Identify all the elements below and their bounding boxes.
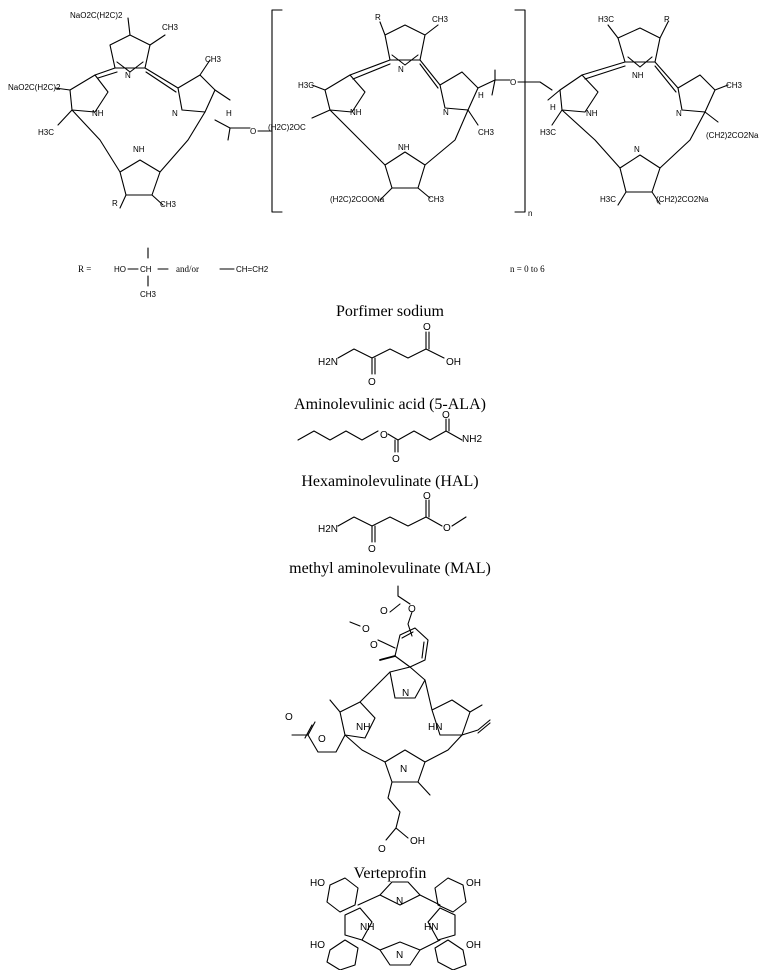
r-equals-label: R = — [78, 264, 91, 274]
ho-label: HO — [310, 940, 325, 951]
ch3-label: CH3 — [205, 55, 222, 64]
verteporfin-caption: Verteprofin — [354, 865, 427, 882]
o-label: O — [285, 712, 293, 723]
o-bottom-label: O — [368, 544, 376, 555]
o-label: O — [378, 844, 386, 855]
temoporfin-structure: HO OH HO OH N NH HN N — [310, 877, 481, 970]
oh-label: OH — [466, 940, 481, 951]
nh2-label: NH2 — [462, 434, 482, 445]
o-top-label: O — [423, 322, 431, 333]
oh-label: OH — [410, 836, 425, 847]
o-bottom-label: O — [368, 377, 376, 388]
h3c-label: H3C — [540, 128, 556, 137]
ch2-2co2na-label: (CH2)2CO2Na — [706, 131, 759, 140]
nh-label: NH — [356, 722, 370, 733]
porphyrin-ring-middle — [311, 21, 511, 201]
h2n-label: H2N — [318, 524, 338, 535]
o-label: O — [380, 606, 388, 617]
ch3-label: CH3 — [478, 128, 495, 137]
h-label: H — [550, 103, 556, 112]
o-label: O — [318, 734, 326, 745]
ch3-label: CH3 — [162, 23, 179, 32]
nh-label: NH — [133, 145, 145, 154]
ch2-2co2na-label: (CH2)2CO2Na — [656, 195, 709, 204]
o-top-label: O — [423, 491, 431, 502]
ala-caption: Aminolevulinic acid (5-ALA) — [294, 396, 486, 413]
porphyrin-ring-left — [54, 17, 251, 209]
nh-label: NH — [360, 922, 374, 933]
n-label: N — [398, 65, 404, 74]
nh-label: NH — [92, 109, 104, 118]
o-label: O — [510, 78, 516, 87]
r-group-definition: R = HO CH CH3 and/or CH=CH2 n = 0 to 6 — [78, 247, 545, 299]
porfimer-sodium-caption: Porfimer sodium — [336, 303, 445, 320]
o-carbonyl-label: O — [392, 454, 400, 465]
n-range-label: n = 0 to 6 — [510, 264, 545, 274]
ch3-label: CH3 — [726, 81, 743, 90]
ch3-label: CH3 — [432, 15, 449, 24]
n-label: N — [402, 688, 409, 699]
hal-structure: O O O NH2 — [297, 410, 482, 465]
porphyrin-ring-right — [547, 21, 729, 206]
h-label: H — [226, 109, 232, 118]
nao2c-top-label: NaO2C(H2C)2 — [70, 11, 123, 20]
vinyl-label: CH=CH2 — [236, 265, 269, 274]
o-label: O — [370, 640, 378, 651]
mal-caption: methyl aminolevulinate (MAL) — [289, 560, 491, 577]
r-label: R — [664, 15, 670, 24]
ho-label: HO — [310, 878, 325, 889]
o-label: O — [362, 624, 370, 635]
oh-label: OH — [466, 878, 481, 889]
n-label: N — [676, 109, 682, 118]
right-bracket — [514, 9, 526, 213]
hn-label: HN — [428, 722, 442, 733]
verteporfin-structure: O O O O N NH HN N O O OH O — [285, 585, 491, 855]
nh-label: NH — [398, 143, 410, 152]
n-label: N — [396, 896, 403, 907]
o-label: O — [250, 127, 256, 136]
n-label: N — [634, 145, 640, 154]
ho-label: HO — [114, 265, 126, 274]
hn-label: HN — [424, 922, 438, 933]
r-label: R — [375, 13, 381, 22]
oh-label: OH — [446, 357, 461, 368]
h2c-2oc-label: (H2C)2OC — [268, 123, 306, 132]
n-label: N — [443, 108, 449, 117]
and-or-label: and/or — [176, 264, 199, 274]
mal-structure: H2N O O O — [318, 491, 467, 555]
r-label: R — [112, 199, 118, 208]
h2c-2coona-label: (H2C)2COONa — [330, 195, 385, 204]
h3c-label: H3C — [38, 128, 54, 137]
nao2c-left-label: NaO2C(H2C)2 — [8, 83, 61, 92]
h-label: H — [478, 91, 484, 100]
nh-label: NH — [586, 109, 598, 118]
subscript-n-label: n — [528, 209, 532, 218]
o-ester-label: O — [443, 523, 451, 534]
nh-label: NH — [350, 108, 362, 117]
nh-label: NH — [632, 71, 644, 80]
ch3-label: CH3 — [428, 195, 445, 204]
o-ketone-label: O — [442, 410, 450, 421]
h3c-label: H3C — [598, 15, 614, 24]
h3c-label: H3C — [298, 81, 314, 90]
hal-caption: Hexaminolevulinate (HAL) — [301, 473, 478, 490]
n-label: N — [172, 109, 178, 118]
ch-label: CH — [140, 265, 152, 274]
n-label: N — [125, 71, 131, 80]
o-ester-label: O — [380, 430, 388, 441]
porfimer-structure: NaO2C(H2C)2 NaO2C(H2C)2 CH3 CH3 H3C CH3 … — [8, 9, 759, 299]
n-label: N — [396, 950, 403, 961]
h2n-label: H2N — [318, 357, 338, 368]
ala-structure: H2N O O OH — [318, 322, 461, 388]
h3c-label: H3C — [600, 195, 616, 204]
o-label: O — [408, 604, 416, 615]
left-bracket — [271, 9, 283, 213]
n-label: N — [400, 764, 407, 775]
ch3-label: CH3 — [140, 290, 157, 299]
ch3-label: CH3 — [160, 200, 177, 209]
